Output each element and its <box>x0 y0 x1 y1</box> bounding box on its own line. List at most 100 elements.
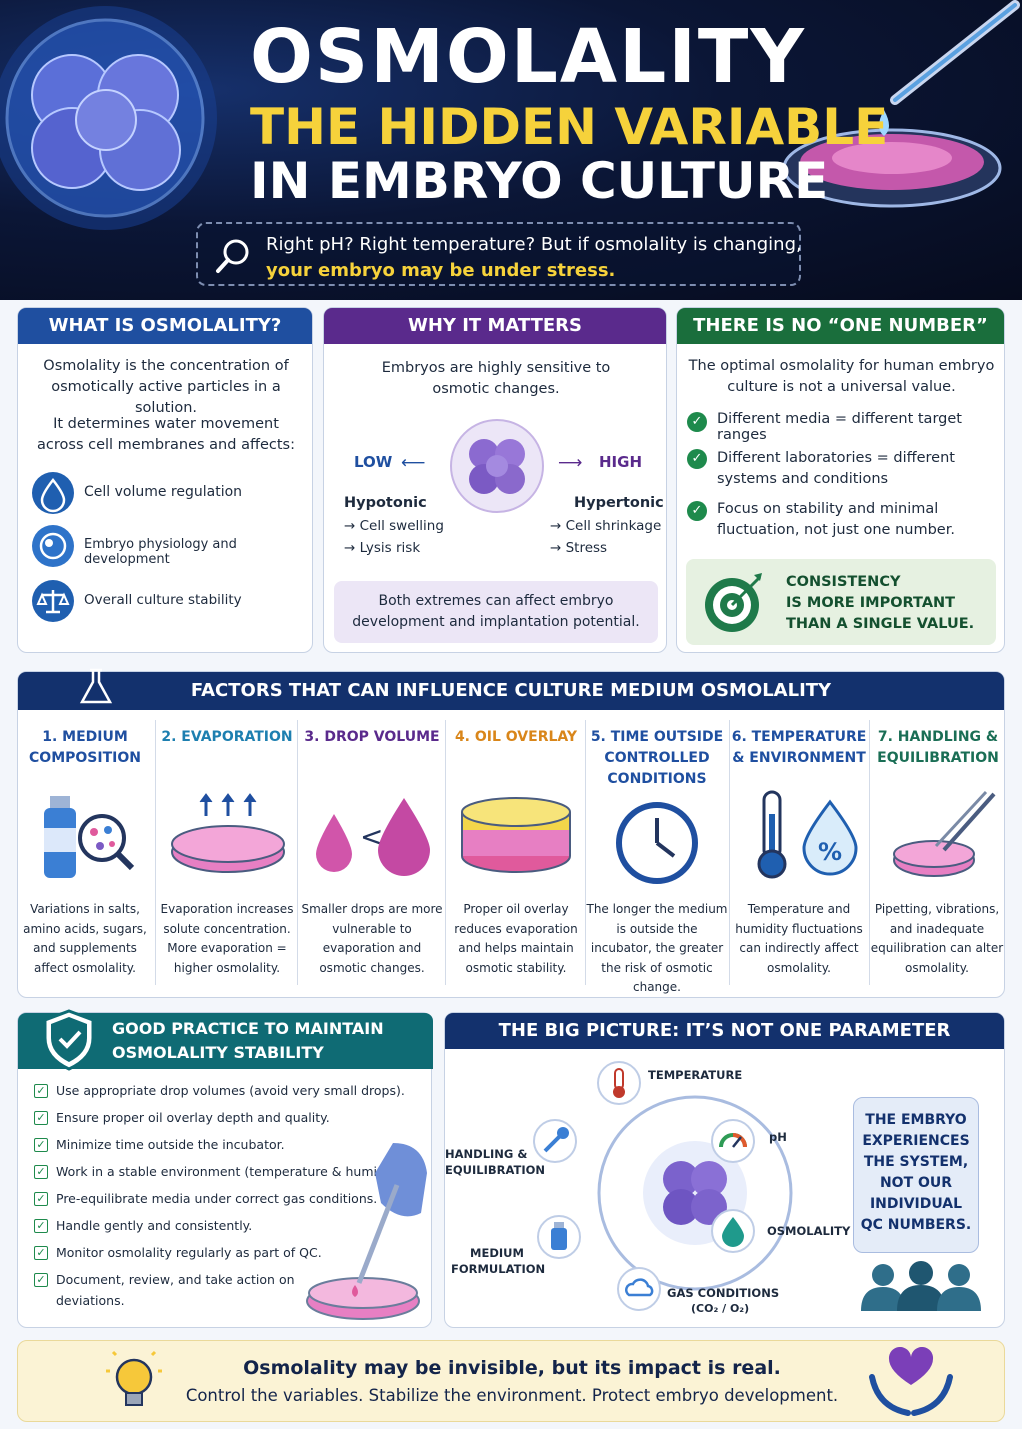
hypertonic-effect: → Cell shrinkage <box>550 518 662 534</box>
checkbox-icon: ✓ <box>34 1273 48 1287</box>
water-drop-icon <box>32 472 74 514</box>
factor-title: 4. OIL OVERLAY <box>454 729 578 745</box>
bubble-line: EXPERIENCES <box>862 1133 970 1149</box>
no-one-number-card: THERE IS NO “ONE NUMBER” The optimal osm… <box>676 307 1005 653</box>
no-one-number-heading: THERE IS NO “ONE NUMBER” <box>677 308 1004 344</box>
hero-header: OSMOLALITY THE HIDDEN VARIABLE IN EMBRYO… <box>0 0 1022 300</box>
balance-scale-icon <box>32 580 74 622</box>
footer-tagline: Control the variables. Stabilize the env… <box>185 1386 839 1405</box>
page-subtitle-line1: THE HIDDEN VARIABLE <box>250 98 889 156</box>
check-icon: ✓ <box>687 501 707 521</box>
page-title: OSMOLALITY <box>250 14 806 100</box>
practice-item: Work in a stable environment (temperatur… <box>56 1164 410 1179</box>
divider <box>445 720 446 985</box>
factor-description: Proper oil overlay reduces evaporation a… <box>454 902 578 975</box>
ph-gauge-icon <box>711 1119 755 1163</box>
node-label-ph: pH <box>769 1130 787 1144</box>
callout-line: IS MORE IMPORTANT <box>786 595 956 611</box>
divider <box>585 720 586 985</box>
factor-title: 6. TEMPERATURE & ENVIRONMENT <box>731 729 867 766</box>
high-label: HIGH <box>599 453 643 471</box>
magnifier-icon <box>216 239 249 273</box>
practice-item: Use appropriate drop volumes (avoid very… <box>56 1083 405 1098</box>
svg-text:<: < <box>360 820 383 853</box>
what-is-definition: Osmolality is the concentration of osmot… <box>43 358 289 416</box>
team-people-icon <box>861 1261 981 1311</box>
low-label: LOW <box>354 453 393 471</box>
pipette-icon <box>533 1119 577 1163</box>
system-speech-bubble: THE EMBRYO EXPERIENCES THE SYSTEM, NOT O… <box>853 1097 979 1253</box>
factor-description: Evaporation increases solute concentrati… <box>160 902 294 975</box>
good-practice-heading: GOOD PRACTICE TO MAINTAIN <box>112 1019 384 1038</box>
practice-item: Handle gently and consistently. <box>56 1218 253 1233</box>
big-picture-card: THE BIG PICTURE: IT’S NOT ONE PARAMETER … <box>444 1012 1005 1328</box>
svg-text:%: % <box>818 838 842 866</box>
bubble-line: THE EMBRYO <box>865 1112 967 1128</box>
why-matters-heading: WHY IT MATTERS <box>324 308 666 344</box>
no-one-number-item: Focus on stability and minimal fluctuati… <box>717 501 955 538</box>
factors-card: FACTORS THAT CAN INFLUENCE CULTURE MEDIU… <box>17 668 1005 998</box>
effect-item: Embryo physiology and development <box>84 537 237 567</box>
question-text: Right pH? Right temperature? But if osmo… <box>266 234 802 255</box>
divider <box>869 720 870 985</box>
factor-title: 1. MEDIUM COMPOSITION <box>29 729 141 766</box>
embryo-icon <box>32 525 74 567</box>
node-label-handling-line1: HANDLING & <box>445 1147 528 1161</box>
checkbox-icon: ✓ <box>34 1246 48 1260</box>
shield-check-icon <box>43 1009 95 1071</box>
clock-icon <box>616 802 698 884</box>
factor-description: The longer the medium is outside the inc… <box>586 902 728 994</box>
hypotonic-effect: → Cell swelling <box>344 518 444 534</box>
question-box: Right pH? Right temperature? But if osmo… <box>196 222 802 286</box>
target-icon <box>705 573 762 632</box>
factor-title: 3. DROP VOLUME <box>304 729 440 745</box>
check-icon: ✓ <box>687 449 707 469</box>
drop-size-icon: < <box>316 798 430 876</box>
divider <box>729 720 730 985</box>
good-practice-card: GOOD PRACTICE TO MAINTAIN OSMOLALITY STA… <box>17 1009 433 1328</box>
arrow-right-icon: ⟶ <box>558 453 583 473</box>
checkbox-icon: ✓ <box>34 1192 48 1206</box>
factor-description: Temperature and humidity fluctuations ca… <box>735 902 863 975</box>
callout-line: THAN A SINGLE VALUE. <box>786 616 975 632</box>
checkbox-icon: ✓ <box>34 1111 48 1125</box>
big-picture-heading: THE BIG PICTURE: IT’S NOT ONE PARAMETER <box>445 1013 1004 1049</box>
bubble-line: INDIVIDUAL <box>869 1196 963 1212</box>
factors-heading: FACTORS THAT CAN INFLUENCE CULTURE MEDIU… <box>18 672 1004 710</box>
footer-headline: Osmolality may be invisible, but its imp… <box>243 1357 781 1379</box>
what-is-heading: WHAT IS OSMOLALITY? <box>18 308 312 344</box>
checkbox-icon: ✓ <box>34 1165 48 1179</box>
check-icon: ✓ <box>687 412 707 432</box>
callout-line: CONSISTENCY <box>786 574 901 590</box>
hypotonic-effect: → Lysis risk <box>344 540 421 556</box>
checkbox-icon: ✓ <box>34 1219 48 1233</box>
page-subtitle-line2: IN EMBRYO CULTURE <box>250 152 829 210</box>
bubble-line: NOT OUR <box>879 1175 953 1191</box>
factor-description: Variations in salts, amino acids, sugars… <box>23 902 147 975</box>
lightbulb-icon <box>106 1350 162 1406</box>
factor-title: 5. TIME OUTSIDE CONTROLLED CONDITIONS <box>590 729 724 787</box>
hero-illustration <box>0 0 1020 230</box>
handling-pipette-icon <box>893 790 996 877</box>
what-is-card: WHAT IS OSMOLALITY? Osmolality is the co… <box>17 307 313 653</box>
no-one-number-item: Different laboratories = different syste… <box>717 450 955 487</box>
effect-item: Overall culture stability <box>84 592 242 608</box>
factor-description: Smaller drops are more vulnerable to eva… <box>301 902 443 975</box>
osmolality-drop-icon <box>711 1209 755 1253</box>
heart-hands-icon <box>869 1347 953 1416</box>
bubble-line: QC NUMBERS. <box>860 1217 972 1233</box>
bubble-line: THE SYSTEM, <box>863 1154 969 1170</box>
embryo-icon <box>450 419 544 513</box>
practice-item: Monitor osmolality regularly as part of … <box>56 1245 322 1260</box>
node-label-temperature: TEMPERATURE <box>648 1068 743 1082</box>
why-matters-card: WHY IT MATTERS Embryos are highly sensit… <box>323 307 667 653</box>
node-label-gas-detail: (CO₂ / O₂) <box>691 1302 750 1315</box>
evaporation-dish-icon <box>171 793 285 873</box>
hypotonic-title: Hypotonic <box>344 495 427 511</box>
node-label-medium-line2: FORMULATION <box>451 1262 546 1276</box>
oil-overlay-dish-icon <box>461 797 571 873</box>
node-label-handling: HANDLING &EQUILIBRATION <box>445 1146 545 1178</box>
practice-item: Pre-equilibrate media under correct gas … <box>56 1191 378 1206</box>
consistency-callout: CONSISTENCY IS MORE IMPORTANT THAN A SIN… <box>686 559 996 645</box>
node-label-gas: GAS CONDITIONS <box>667 1286 780 1300</box>
